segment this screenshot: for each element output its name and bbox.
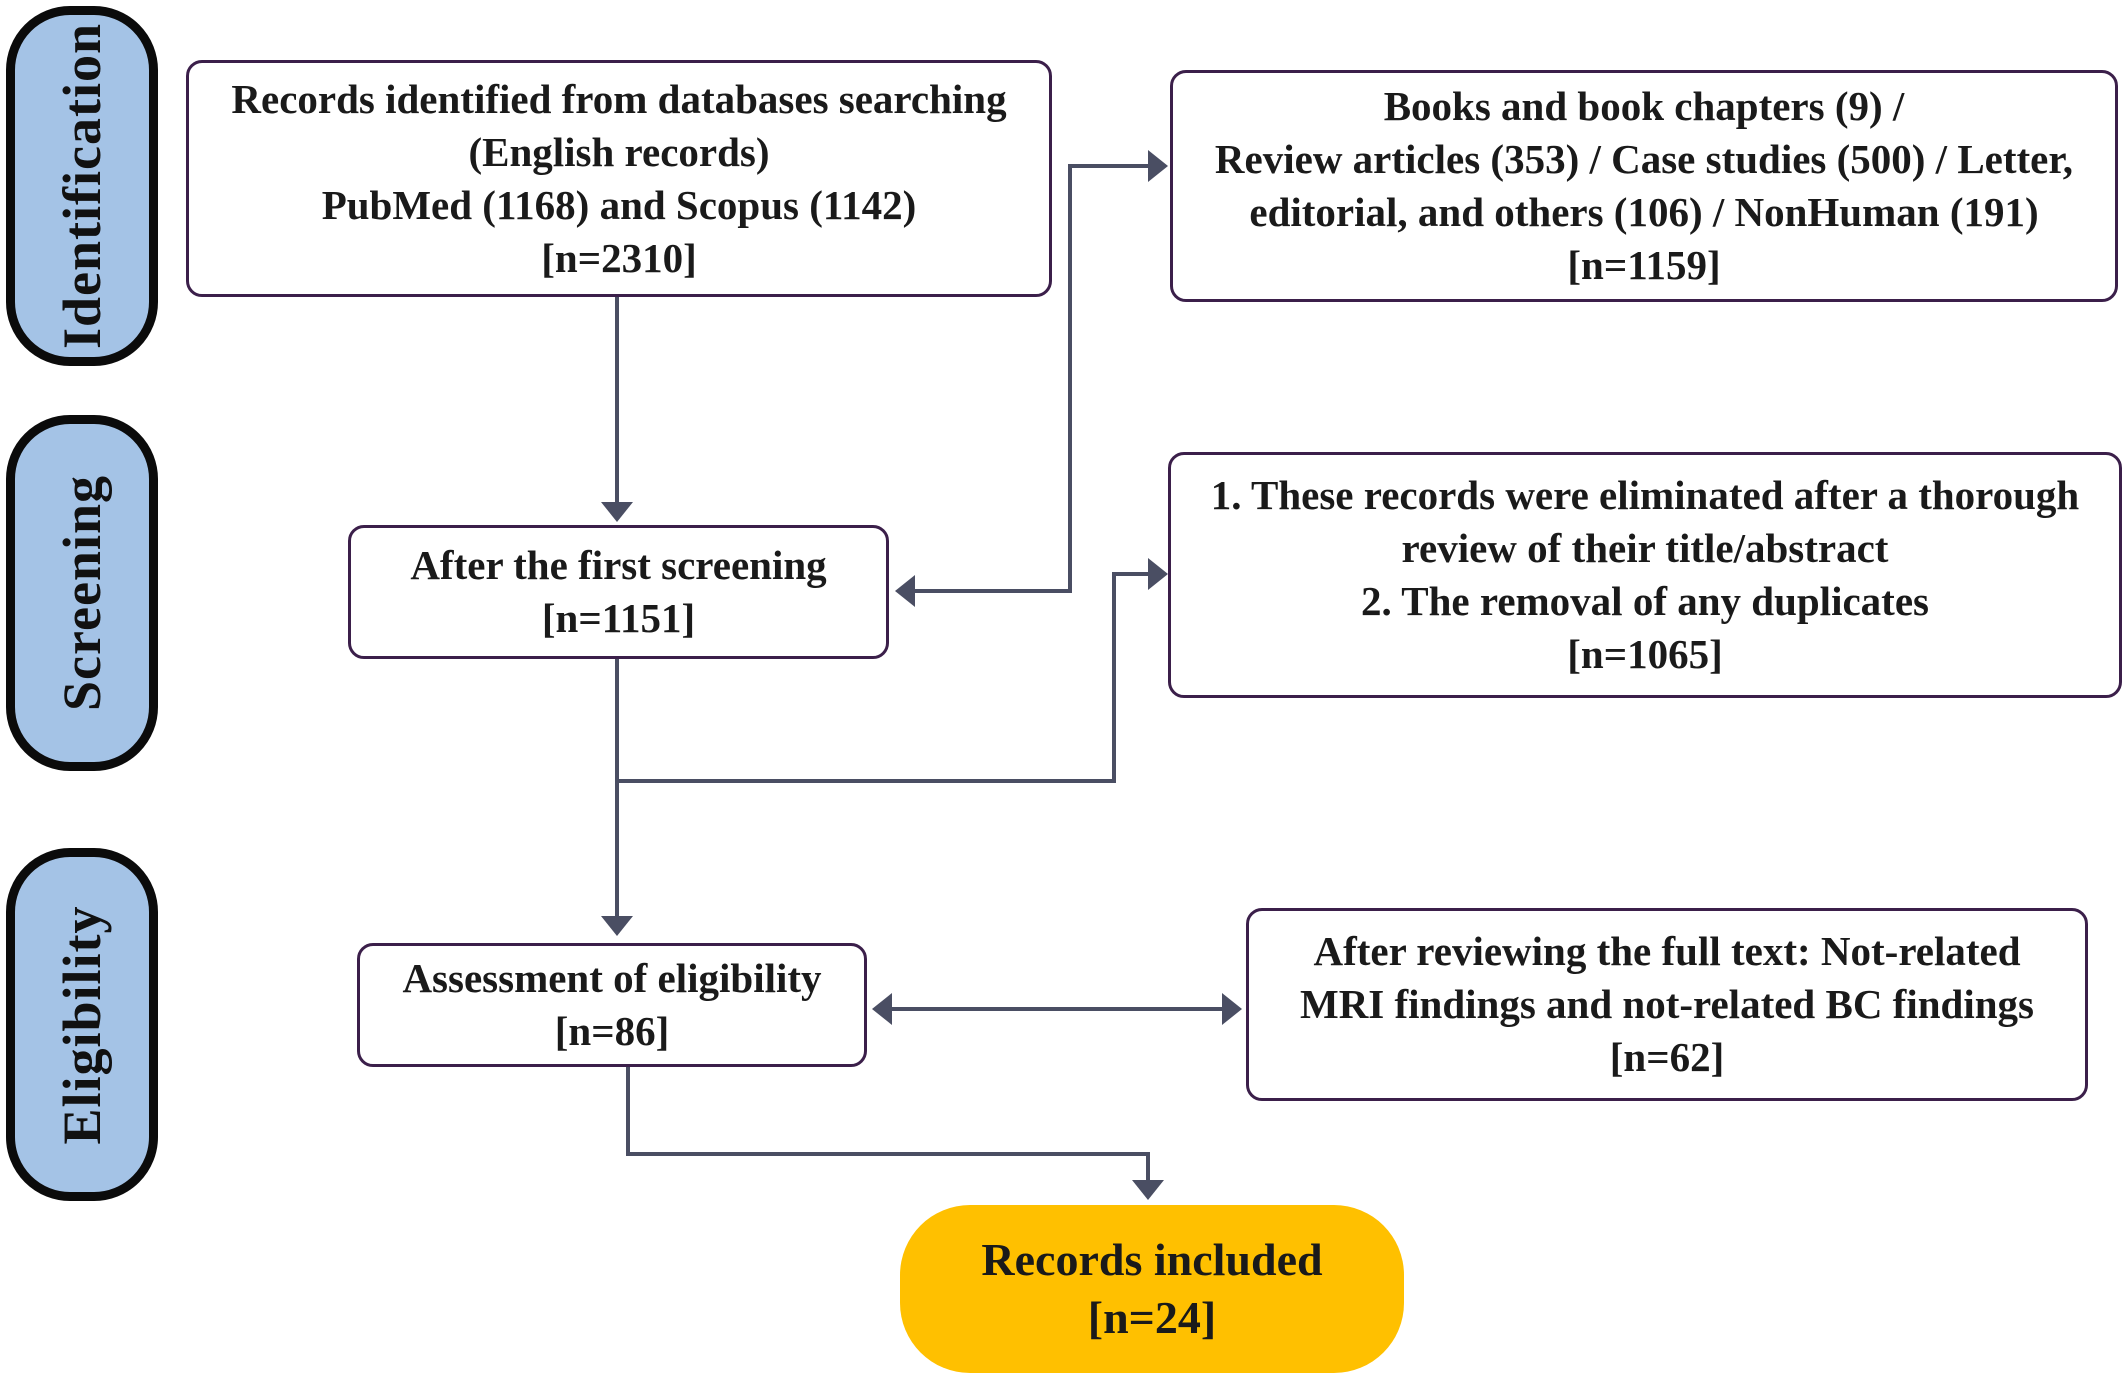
excluded-types-line2: Review articles (353) / Case studies (50… xyxy=(1214,136,2074,182)
excluded-types-line1: Books and book chapters (9) / xyxy=(1383,83,1905,129)
excluded-fulltext-line1: After reviewing the full text: Not-relat… xyxy=(1313,928,2021,974)
arrow-eligibility-to-included xyxy=(626,1067,1150,1180)
excluded-screening-line1: 1. These records were eliminated after a… xyxy=(1210,472,2080,518)
identified-line1: Records identified from databases search… xyxy=(231,75,1007,122)
excluded-screening-count: [n=1065] xyxy=(1567,631,1723,677)
eligibility-line1: Assessment of eligibility xyxy=(402,955,822,1001)
excluded-fulltext-line2: MRI findings and not-related BC findings xyxy=(1300,981,2034,1027)
screened-box: After the first screening [n=1151] xyxy=(348,525,889,659)
screened-count: [n=1151] xyxy=(541,595,696,641)
included-count: [n=24] xyxy=(1087,1292,1217,1343)
excluded-screening-box: 1. These records were eliminated after a… xyxy=(1168,452,2122,698)
excluded-screening-line3: 2. The removal of any duplicates xyxy=(1361,578,1929,624)
eligibility-count: [n=86] xyxy=(554,1008,670,1054)
stage-eligibility: Eligibility xyxy=(6,848,158,1201)
stage-identification: Identification xyxy=(6,6,158,366)
identified-line3: PubMed (1168) and Scopus (1142) xyxy=(321,181,917,228)
screened-line1: After the first screening xyxy=(410,542,827,588)
arrow-screened-to-excluded-types xyxy=(901,164,1148,593)
records-included-box: Records included [n=24] xyxy=(900,1205,1404,1373)
excluded-types-count: [n=1159] xyxy=(1567,242,1721,288)
eligibility-box: Assessment of eligibility [n=86] xyxy=(357,943,867,1067)
excluded-fulltext-box: After reviewing the full text: Not-relat… xyxy=(1246,908,2088,1101)
excluded-fulltext-count: [n=62] xyxy=(1609,1034,1725,1080)
identified-count: [n=2310] xyxy=(541,234,697,281)
excluded-screening-line2: review of their title/abstract xyxy=(1401,525,1889,571)
excluded-types-line3: editorial, and others (106) / NonHuman (… xyxy=(1249,189,2039,235)
stage-screening: Screening xyxy=(6,415,158,771)
excluded-types-box: Books and book chapters (9) / Review art… xyxy=(1170,70,2118,302)
included-line1: Records included xyxy=(981,1234,1323,1285)
identified-records-box: Records identified from databases search… xyxy=(186,60,1052,297)
arrow-to-excluded-screening xyxy=(617,572,1148,783)
identified-line2: (English records) xyxy=(468,128,770,175)
